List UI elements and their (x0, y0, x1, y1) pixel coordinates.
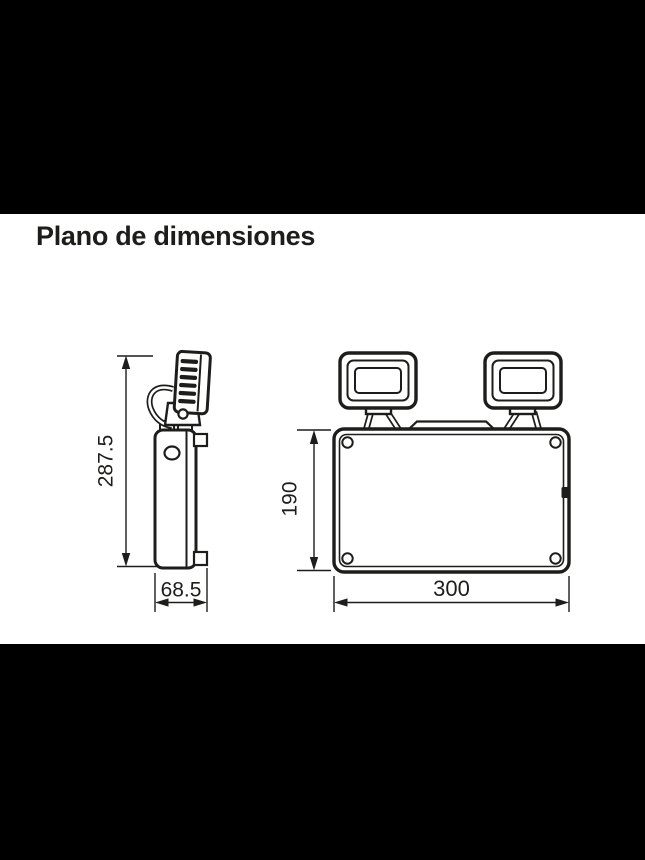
screw-top-left (341, 436, 354, 449)
front-left-lamp-head (338, 351, 418, 410)
front-view-fixture (332, 351, 571, 574)
side-lamp-head (172, 349, 212, 416)
front-body-seam (338, 433, 565, 568)
side-height-dimension: 287.5 (95, 355, 158, 568)
front-side-latch (561, 487, 569, 498)
front-body (332, 427, 571, 574)
screw-bottom-left (341, 552, 354, 565)
front-right-lens (499, 367, 547, 394)
arrowhead-right (193, 598, 207, 607)
arrowhead-right (555, 598, 569, 607)
side-pivot-ring (177, 408, 189, 420)
arrowhead-up (309, 430, 319, 444)
side-cable-gland (163, 445, 181, 461)
front-corner-screws (341, 436, 562, 565)
front-width-dimension: 300 (333, 576, 570, 612)
side-height-label: 287.5 (95, 435, 118, 488)
side-mount-tab-bottom (192, 550, 209, 567)
side-depth-dimension: 68.5 (154, 568, 208, 612)
screw-top-right (549, 436, 562, 449)
side-depth-label: 68.5 (161, 579, 202, 602)
front-left-lens (354, 367, 402, 394)
side-lamp-head-ribs (178, 358, 199, 404)
side-view-drawing: 287.5 68.5 (95, 349, 212, 612)
bottom-black-bar (0, 644, 645, 860)
screw-bottom-right (549, 552, 562, 565)
arrowhead-left (334, 598, 348, 607)
top-black-bar (0, 0, 645, 214)
front-width-label: 300 (433, 576, 470, 601)
side-mount-tab-top (192, 432, 209, 448)
arrowhead-down (121, 553, 131, 567)
side-view-fixture (146, 349, 212, 570)
front-height-dimension: 190 (279, 429, 331, 572)
front-height-label: 190 (279, 481, 302, 516)
front-view-drawing: 190 300 (279, 351, 571, 612)
front-right-lamp-head (483, 351, 563, 410)
side-lamp-head-divider (196, 354, 203, 412)
arrowhead-left (155, 598, 169, 607)
arrowhead-up (121, 355, 131, 369)
dimension-drawing: 287.5 68.5 (95, 349, 571, 612)
arrowhead-down (309, 557, 319, 571)
page-title: Plano de dimensiones (36, 221, 316, 251)
